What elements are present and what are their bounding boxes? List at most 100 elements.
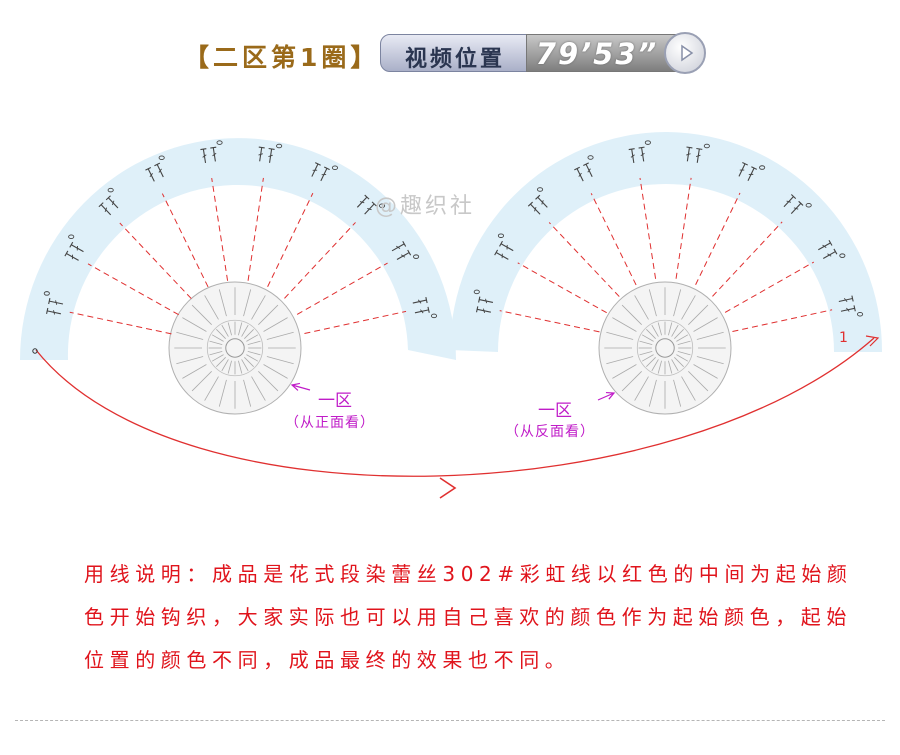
stitch-bar (843, 297, 848, 303)
motif-outer-stitch (204, 295, 219, 320)
motif-outer-stitch (612, 364, 637, 379)
motif-inner-stitch (677, 340, 691, 345)
chain-stitch (703, 143, 710, 149)
video-label: 视频位置 (404, 47, 505, 72)
motif-inner-stitch (241, 324, 249, 337)
motif-outer-stitch (218, 379, 227, 407)
stitch-bar (793, 207, 799, 210)
left-zone-pointer-icon (292, 385, 311, 390)
start-chain-mark (32, 348, 38, 354)
motif-outer-stitch (673, 289, 682, 317)
motif-inner-stitch (246, 334, 259, 342)
chain-stitch (216, 140, 223, 145)
guide-line (548, 222, 620, 297)
guide-line (87, 263, 179, 316)
stitch-bar (417, 299, 422, 304)
stitch-bar (367, 207, 372, 211)
stitch-top (742, 161, 749, 166)
stitch-bar (53, 310, 56, 315)
left-stitch-marks (43, 140, 438, 319)
chain-stitch (587, 155, 594, 160)
motif-outer-stitch (621, 371, 642, 392)
stitch-cluster (574, 155, 594, 182)
motif-center-ring (655, 338, 675, 358)
guide-line (284, 222, 356, 299)
stitch-top (402, 240, 407, 247)
end-arrow-tip (865, 335, 880, 347)
left-band (20, 138, 456, 360)
right-stitch-marks (473, 140, 864, 317)
stitch-top (851, 295, 854, 302)
right-motif (598, 281, 732, 415)
guide-line (712, 221, 783, 297)
motif-inner-stitch (247, 351, 261, 356)
motif-inner-stitch (216, 329, 226, 339)
stitch-cluster (64, 234, 84, 261)
stitch-cluster (200, 140, 223, 164)
motif-inner-stitch (641, 354, 654, 362)
stitch-top (98, 202, 104, 208)
stitch-top (798, 200, 804, 206)
left-motif (168, 281, 302, 415)
chain-stitch (497, 233, 504, 238)
motif-inner-stitch (676, 354, 689, 362)
motif-inner-stitch (211, 334, 224, 342)
motif-inner-stitch (677, 351, 691, 356)
motif-outer-stitch (182, 317, 207, 332)
right-view-note: （从反面看） (505, 424, 595, 440)
guide-line (247, 177, 264, 281)
right-zone-label: 一区 (538, 401, 572, 421)
motif-outer-stitch (251, 295, 266, 320)
stitch-cluster (258, 143, 283, 163)
chain-stitch (379, 203, 386, 209)
header: 【二区第1圈】 视频位置 79’53” (180, 30, 720, 76)
stitch-top (574, 166, 580, 171)
stitch-bar (158, 168, 162, 173)
stitch-bar (396, 245, 401, 249)
stitch-top (258, 146, 265, 149)
stitch-top (583, 162, 589, 167)
stitch-cluster (311, 162, 339, 182)
guide-line (695, 192, 741, 285)
motif-inner-stitch (221, 359, 229, 372)
stitch-cluster (527, 187, 548, 215)
stitch-top (69, 241, 74, 248)
guide-line (119, 222, 192, 299)
bottom-divider (15, 720, 885, 721)
motif-outer-stitch (243, 379, 252, 407)
motif-inner-stitch (238, 322, 243, 336)
motif-inner-stitch (246, 354, 259, 362)
stitch-bar (400, 254, 406, 258)
chain-stitch (430, 313, 438, 319)
stitch-bar (55, 300, 58, 305)
motif-outer-stitch (191, 304, 212, 325)
stitch-cluster (686, 143, 710, 163)
stitch-cluster (356, 194, 386, 215)
chain-stitch (43, 291, 50, 296)
motif-outer-stitch (258, 371, 279, 392)
chain-stitch (473, 289, 480, 295)
motif-outer-stitch (693, 317, 718, 332)
stitch-top (371, 201, 377, 207)
guide-line (499, 310, 600, 333)
stitch-top (475, 306, 479, 313)
chain-stitch (276, 143, 283, 149)
video-time-box: 79’53” (526, 34, 678, 72)
motif-outer-stitch (251, 376, 266, 401)
chain-stitch (331, 165, 339, 171)
motif-inner-stitch (221, 324, 229, 337)
left-zone-label: 一区 (318, 391, 352, 411)
play-button[interactable] (664, 32, 706, 74)
stitch-cluster (738, 161, 766, 181)
motif-outer-stitch (243, 289, 252, 317)
stitch-top (527, 201, 534, 207)
stitch-bar (640, 152, 645, 157)
guide-line (639, 177, 657, 279)
stitch-top (105, 195, 111, 201)
stitch-bar (149, 173, 153, 178)
motif-outer-stitch (266, 331, 294, 340)
stitch-top (48, 298, 51, 305)
motif-outer-stitch (696, 356, 724, 365)
arrow-chevron (439, 477, 457, 499)
stitch-top (638, 146, 645, 149)
